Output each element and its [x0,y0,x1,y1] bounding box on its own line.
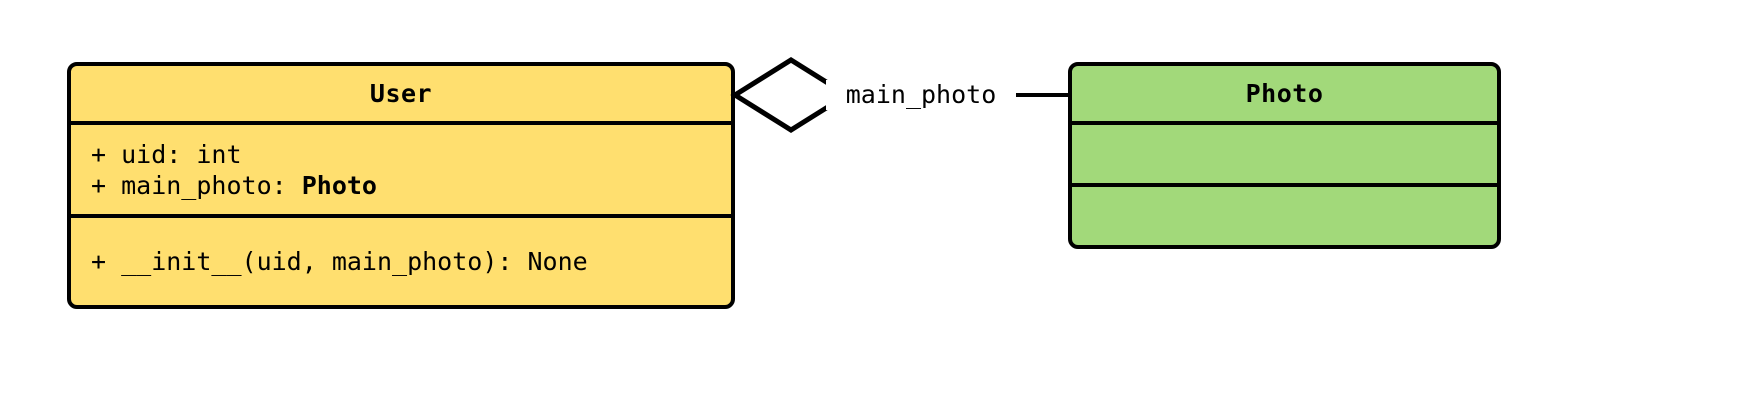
class-photo-methods [1072,183,1497,245]
class-user-methods: + __init__(uid, main_photo): None [71,214,731,305]
class-user-title: User [369,79,433,108]
edge-label-main-photo: main_photo [826,80,1016,110]
uml-class-photo[interactable]: Photo [1068,62,1501,249]
class-photo-attributes [1072,121,1497,183]
attribute-main-photo-type: Photo [301,170,377,200]
method-init: + __init__(uid, main_photo): None [91,247,588,276]
attribute-main-photo: + main_photo: Photo [91,170,713,201]
attribute-main-photo-prefix: + main_photo: [91,170,302,200]
uml-class-user[interactable]: User + uid: int + main_photo: Photo + __… [67,62,735,309]
class-photo-title: Photo [1245,79,1324,108]
attribute-uid: + uid: int [91,139,242,169]
class-user-attributes: + uid: int + main_photo: Photo [71,121,731,214]
